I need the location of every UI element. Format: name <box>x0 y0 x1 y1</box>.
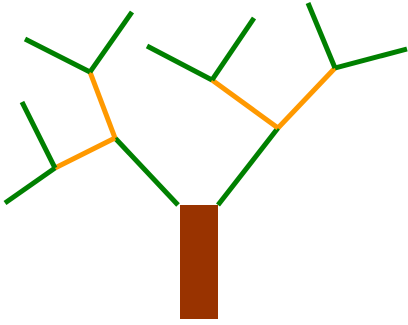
branch-trunk-left <box>113 136 180 207</box>
twig-6 <box>209 16 257 82</box>
twig-2 <box>87 10 135 74</box>
twig-7 <box>305 2 338 69</box>
twig-5 <box>145 43 214 83</box>
tree-trunk <box>180 205 218 319</box>
twig-3 <box>19 100 58 170</box>
twig-1 <box>23 36 92 75</box>
twig-8 <box>334 46 408 71</box>
branch-left-lower <box>53 135 117 171</box>
branch-trunk-right <box>216 126 280 207</box>
branch-right-right <box>276 66 337 130</box>
branch-right-left <box>210 77 280 131</box>
twig-4 <box>3 165 57 206</box>
branch-left-upper <box>87 71 118 139</box>
